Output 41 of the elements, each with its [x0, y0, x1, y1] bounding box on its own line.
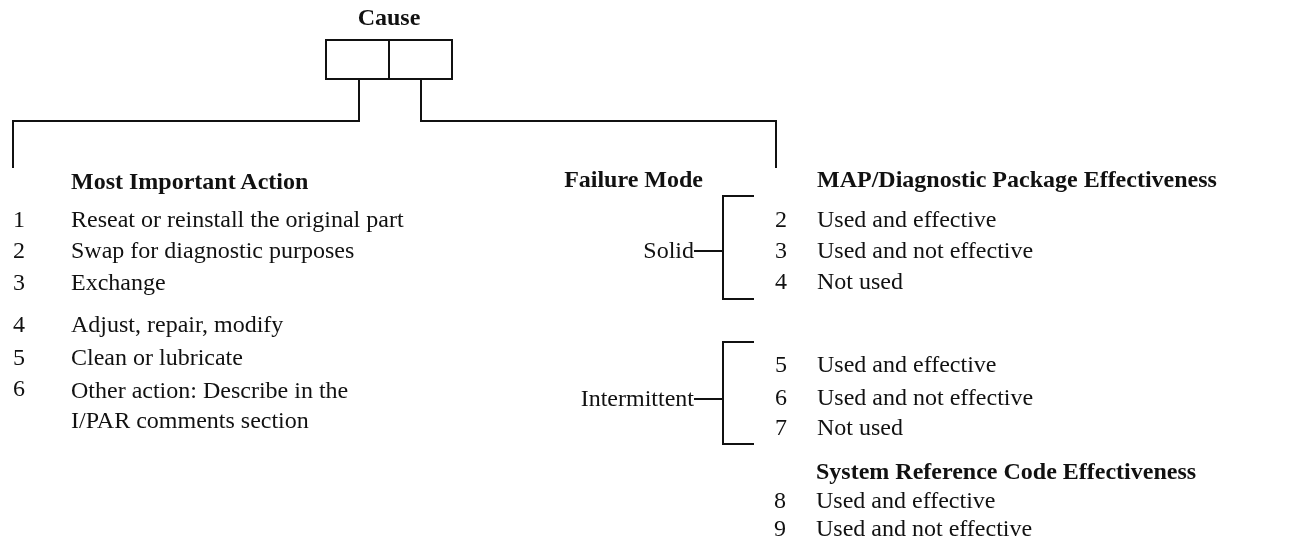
bracket-label: Solid [590, 237, 694, 263]
entry-box [325, 39, 390, 80]
code-number: 3 [775, 237, 787, 263]
item-text: Other action: Describe in the I/PAR comments section [71, 376, 349, 435]
bracket-label: Intermittent [530, 385, 694, 411]
code-number: 2 [13, 237, 25, 263]
code-number: 9 [774, 515, 786, 541]
code-number: 3 [13, 269, 25, 295]
connector-line [12, 79, 360, 169]
item-text: Adjust, repair, modify [71, 311, 284, 337]
column-heading: Failure Mode [563, 166, 703, 192]
item-text: Used and not effective [817, 384, 1034, 410]
field-heading: Cause [356, 4, 422, 30]
item-text: Exchange [71, 269, 166, 295]
item-text: Used and effective [816, 487, 996, 513]
code-number: 7 [775, 414, 787, 440]
column-heading: MAP/Diagnostic Package Effectiveness [817, 166, 1217, 192]
column-heading: Most Important Action [71, 168, 309, 194]
connector-line [693, 250, 723, 252]
column-heading: System Reference Code Effectiveness [816, 458, 1197, 484]
code-number: 8 [774, 487, 786, 513]
code-number: 2 [775, 206, 787, 232]
item-text: Clean or lubricate [71, 344, 243, 370]
entry-box [388, 39, 453, 80]
item-text: Not used [817, 268, 903, 294]
item-text: Used and not effective [817, 237, 1034, 263]
item-text: Swap for diagnostic purposes [71, 237, 355, 263]
connector-line [420, 79, 777, 169]
code-number: 6 [13, 375, 25, 401]
code-number: 4 [775, 268, 787, 294]
item-text: Not used [817, 414, 903, 440]
code-number: 1 [13, 206, 25, 232]
code-number: 5 [775, 351, 787, 377]
code-number: 5 [13, 344, 25, 370]
item-text: Used and effective [817, 206, 997, 232]
code-number: 4 [13, 311, 25, 337]
item-text: Used and effective [817, 351, 997, 377]
item-text: Used and not effective [816, 515, 1033, 541]
item-text: Reseat or reinstall the original part [71, 206, 404, 232]
code-number: 6 [775, 384, 787, 410]
connector-line [693, 398, 723, 400]
